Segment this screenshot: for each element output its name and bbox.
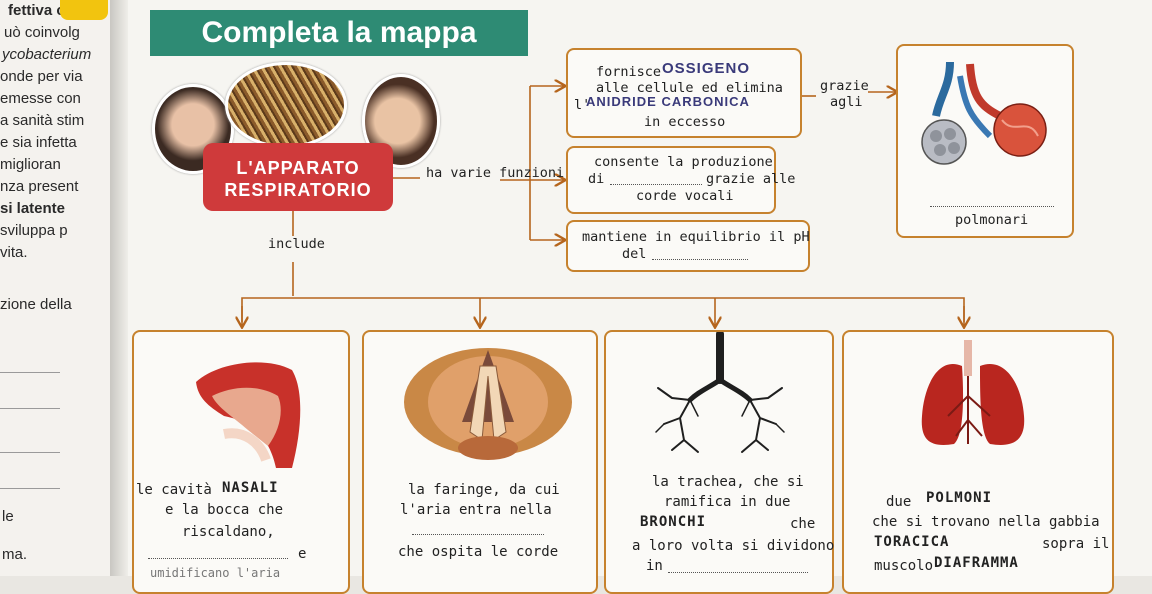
page-title: Completa la mappa [150, 10, 528, 56]
blank-line [610, 184, 702, 185]
answer-diaframma: DIAFRAMMA [934, 555, 1019, 571]
left-page: fettiva cronic uò coinvolg ycobacterium … [0, 0, 118, 576]
function2-text: grazie alle [706, 171, 796, 187]
cilia-photo [225, 62, 347, 148]
left-text-line: ma. [2, 546, 28, 563]
nasal-text: e [298, 546, 307, 562]
function3-text: del [622, 246, 647, 262]
function3-text: mantiene in equilibrio il pH [582, 229, 810, 245]
left-text-line: uò coinvolg [4, 24, 80, 41]
left-text-line: miglioran [0, 156, 61, 173]
answer-line [0, 452, 60, 453]
yellow-tab [60, 0, 108, 20]
nasal-text: le cavità [136, 482, 212, 498]
funzioni-label: ha varie funzioni [426, 165, 565, 181]
left-text-line: onde per via [0, 68, 83, 85]
left-text-line: le [2, 508, 14, 525]
blank-line [652, 259, 748, 260]
trachea-text: la trachea, che si [652, 474, 804, 490]
pharynx-text: la faringe, da cui [408, 482, 560, 498]
blank-line [148, 558, 288, 559]
answer-line [0, 408, 60, 409]
nasal-text: riscaldano, [182, 524, 275, 540]
nasal-text: e la bocca che [165, 502, 284, 518]
function2-text: di [588, 171, 605, 187]
agli-label: agli [830, 94, 863, 110]
lungs-text: che si trovano nella gabbia [872, 514, 1100, 530]
grazie-label: grazie [820, 78, 869, 94]
pharynx-illustration [404, 348, 572, 460]
lungs-text: muscolo [874, 558, 934, 574]
answer-line [0, 488, 60, 489]
function2-text: corde vocali [636, 188, 734, 204]
lungs-illustration [921, 340, 1025, 445]
polmonari-label: polmonari [955, 212, 1029, 228]
blank-line [412, 534, 544, 535]
function1-text: in eccesso [644, 114, 726, 130]
trachea-text: ramifica in due [664, 494, 791, 510]
left-text-line: nza present [0, 178, 79, 195]
nasal-cavity-illustration [196, 362, 301, 468]
answer-nasali: NASALI [222, 480, 279, 496]
blank-line [668, 572, 808, 573]
answer-oxygen: OSSIGENO [662, 60, 751, 77]
left-text-line: vita. [0, 244, 28, 261]
alveoli-illustration [921, 61, 1047, 165]
function1-text: fornisce [596, 64, 662, 80]
function-box-1 [566, 48, 802, 138]
function-box-3 [566, 220, 810, 272]
include-label: include [268, 236, 325, 252]
answer-toracica: TORACICA [874, 534, 950, 550]
answer-bronchi: BRONCHI [640, 514, 707, 530]
trachea-text: a loro volta si dividono [632, 538, 835, 554]
left-text-line: si latente [0, 200, 66, 217]
lungs-text: sopra il [1042, 536, 1110, 552]
function1-text: alle cellule ed elimina [596, 80, 783, 96]
trachea-text: in [646, 558, 663, 574]
center-title-line1: L'APPARATO [236, 158, 360, 178]
left-text-line: ycobacterium [2, 46, 92, 63]
panel-lungs [842, 330, 1114, 594]
center-node: L'APPARATO RESPIRATORIO [203, 143, 393, 211]
answer-polmoni: POLMONI [926, 490, 993, 506]
connector [241, 297, 965, 322]
left-text-line: zione della [0, 296, 72, 313]
answer-co2: ANIDRIDE CARBONICA [586, 94, 750, 109]
trachea-bronchi-illustration [655, 332, 785, 453]
left-text-line: sviluppa p [0, 222, 68, 239]
blank-line [930, 206, 1054, 207]
pharynx-text: che ospita le corde [398, 544, 559, 560]
answer-line [0, 372, 60, 373]
function-box-2 [566, 146, 776, 214]
lungs-text: due [886, 494, 912, 510]
page-fold [110, 0, 128, 576]
left-text-line: e sia infetta [0, 134, 77, 151]
center-title-line2: RESPIRATORIO [224, 180, 372, 200]
function1-text: l' [574, 97, 591, 113]
connector-lines [0, 0, 1152, 576]
function2-text: consente la produzione [594, 154, 773, 170]
trachea-text: che [790, 516, 816, 532]
pharynx-text: l'aria entra nella [400, 502, 552, 518]
left-text-line: a sanità stim [0, 112, 85, 129]
nasal-text: umidificano l'aria [150, 566, 281, 580]
left-text-line: emesse con [0, 90, 81, 107]
